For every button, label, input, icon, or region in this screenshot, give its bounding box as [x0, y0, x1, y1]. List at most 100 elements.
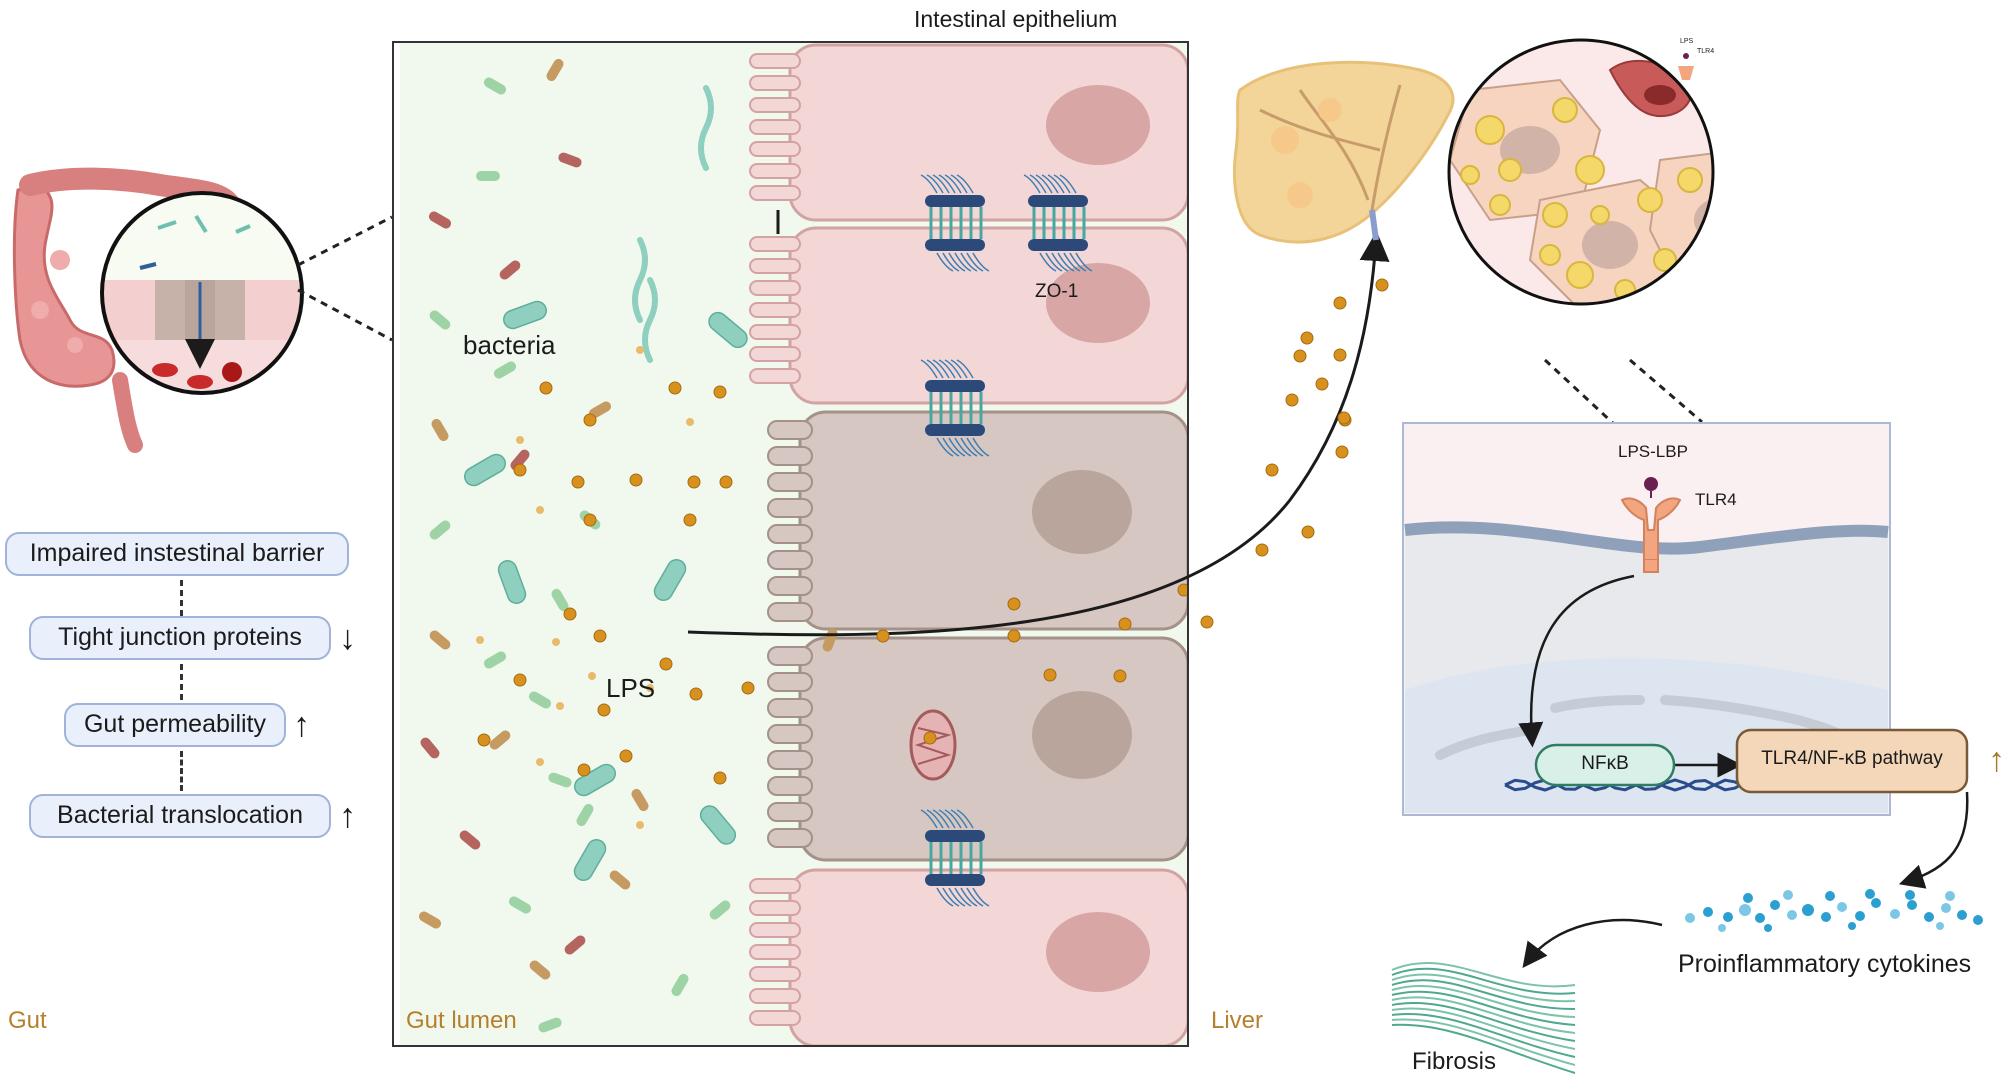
junction-filament [954, 252, 972, 272]
microvillus [749, 280, 801, 296]
bacterium [573, 838, 607, 882]
junction-filament [920, 359, 938, 379]
bacterium-rod [429, 630, 451, 650]
lps-dot [689, 687, 703, 701]
microvillus [767, 750, 813, 770]
tight-junctions [920, 174, 1093, 907]
bacterium-rod [420, 737, 440, 759]
lps-dot [1255, 543, 1269, 557]
fibrosis-fiber [1391, 979, 1576, 1011]
lps-dot [588, 672, 596, 680]
microvillus [767, 420, 813, 440]
lps-dot [1177, 583, 1188, 597]
junction-bar [925, 380, 985, 392]
lps-dot [636, 346, 644, 354]
bacterium-rod [558, 152, 582, 168]
cytokine-dot [1865, 889, 1875, 899]
spiral-bacterium [698, 85, 714, 171]
signal-arrow [1518, 574, 1635, 748]
junction-filament [1041, 174, 1059, 194]
mitochondrion [909, 709, 957, 781]
microvillus [749, 878, 801, 894]
junction-filament [1053, 174, 1071, 194]
microvillus [767, 602, 813, 622]
junction-filament [972, 887, 990, 907]
connector-line-right [1629, 358, 1703, 424]
cascade-connector [180, 751, 183, 791]
bacterium-rod [709, 900, 731, 920]
junction-filament [926, 809, 944, 829]
cascade-trend-icon-bacterial-translocation: ↑ [339, 797, 356, 835]
fibrosis-fiber [1391, 1013, 1576, 1058]
junction-bar [1028, 239, 1088, 251]
tlr4-receptor [1620, 477, 1682, 573]
cytokine-dot [1973, 915, 1983, 925]
junction-bar [925, 874, 985, 886]
microvillus [749, 368, 801, 384]
lps-dot [556, 702, 564, 710]
fat-droplet [1552, 97, 1578, 123]
bacterium [497, 560, 527, 604]
fibrosis-fiber [1391, 973, 1576, 1003]
tight-junction [920, 809, 990, 907]
nucleus [1046, 85, 1150, 165]
junction-filament [1069, 252, 1087, 272]
bacterium-rod [459, 830, 481, 850]
fibrosis-label: Fibrosis [1412, 1048, 1497, 1075]
fat-droplet [1689, 259, 1711, 281]
fibrosis-fiber [1391, 1023, 1576, 1074]
lps-dot [1118, 617, 1132, 631]
nucleus [1032, 691, 1132, 779]
lps-dot [713, 771, 727, 785]
microvillus [767, 472, 813, 492]
cytokine-dot [1837, 902, 1847, 912]
junction-filament [938, 809, 956, 829]
fat-droplet [1677, 167, 1703, 193]
junction-filament [950, 174, 968, 194]
junction-filament [936, 437, 954, 457]
cytokine-dot [1905, 890, 1915, 900]
lps-dot [513, 673, 527, 687]
junction-filament [944, 809, 962, 829]
microvillus [767, 498, 813, 518]
lps-dot [1007, 629, 1021, 643]
fibrosis-arrow [1522, 918, 1663, 968]
bacterium-rod [631, 788, 649, 812]
fat-droplet [1653, 248, 1677, 272]
junction-filament [926, 359, 944, 379]
lps-dot [719, 475, 733, 489]
liver-icon [1233, 60, 1455, 244]
cytokine-dot [1924, 912, 1934, 922]
nucleus [1032, 470, 1132, 554]
fat-droplet [1732, 237, 1758, 263]
bacterium [708, 311, 748, 349]
fibrosis-fiber [1391, 990, 1576, 1026]
tight-junction [920, 359, 990, 457]
mini-tlr4-label: TLR4 [1697, 48, 1715, 55]
bacterium-rod [671, 973, 689, 997]
lps-dot [1315, 377, 1329, 391]
junction-filament [1059, 174, 1077, 194]
microvillus [749, 97, 801, 113]
lps-dot [477, 733, 491, 747]
microvillus [767, 802, 813, 822]
junction-filament [1035, 174, 1053, 194]
damaged-epithelial-cell [798, 636, 1188, 862]
fibrosis-fiber [1391, 1007, 1576, 1050]
lps-dot [536, 506, 544, 514]
microvillus [749, 185, 801, 201]
fat-droplet [1751, 181, 1769, 199]
junction-filament [1075, 252, 1093, 272]
bacterium-rod [609, 870, 631, 890]
bacterium-rod [429, 310, 451, 330]
cytokine-dot [1825, 891, 1835, 901]
fibrosis-icon [1391, 961, 1576, 1074]
lps-label: LPS [606, 673, 656, 703]
lps-dot [516, 436, 524, 444]
fat-droplet [1590, 205, 1610, 225]
bacterium [573, 763, 617, 797]
fibrosis-fiber [1391, 985, 1576, 1018]
microvillus [749, 988, 801, 1004]
junction-filament [942, 887, 960, 907]
lps-lbp-label: LPS-LBP [1618, 442, 1688, 461]
